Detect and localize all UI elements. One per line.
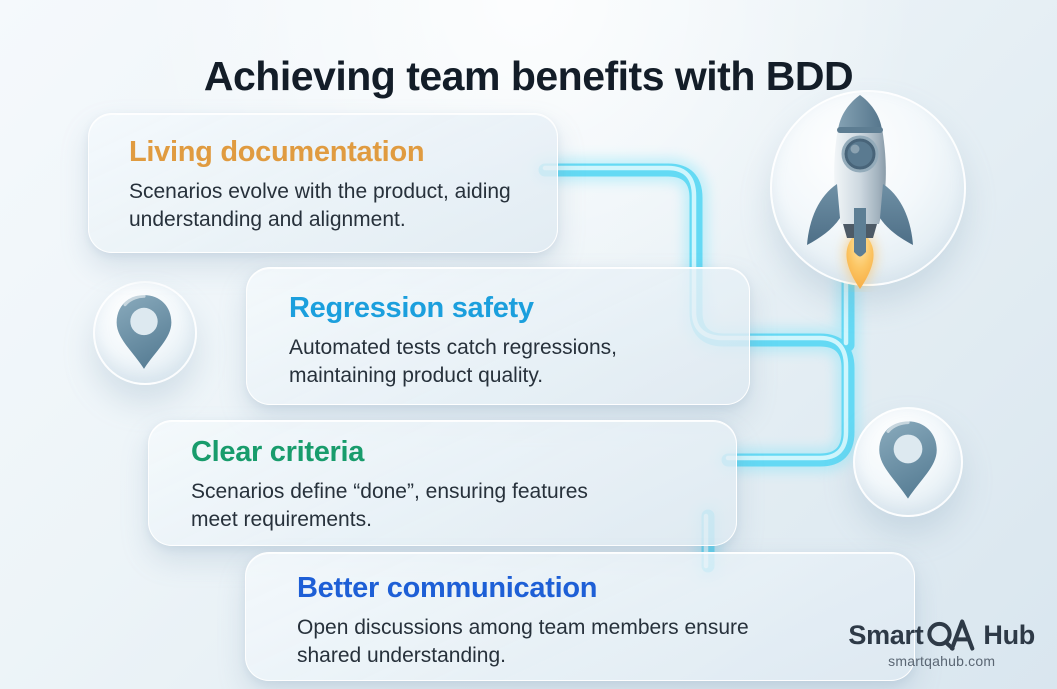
rocket-icon [807,95,913,289]
card-heading: Regression safety [289,292,534,324]
card-heading: Better communication [297,572,598,604]
location-pin-icon-left [116,294,172,369]
card-heading: Clear criteria [191,436,365,468]
card-regression-safety: Regression safety Automated tests catch … [246,267,750,405]
card-body: Scenarios evolve with the product, aidin… [129,180,511,231]
brand-website: smartqahub.com [888,653,996,669]
brand-text-smart: Smart [848,619,924,650]
location-pin-icon-right [879,420,937,499]
brand-logo: Smart Hub smartqahub.com [848,619,1035,669]
card-body: Automated tests catch regressions, maint… [289,336,617,387]
qa-monogram-icon [927,619,975,651]
card-better-communication: Better communication Open discussions am… [245,552,915,681]
card-living-documentation: Living documentation Scenarios evolve wi… [88,113,558,253]
card-heading: Living documentation [129,136,425,168]
brand-text-hub: Hub [983,619,1035,650]
page-title: Achieving team benefits with BDD [203,53,854,100]
card-body: Scenarios define “done”, ensuring featur… [191,480,588,531]
card-clear-criteria: Clear criteria Scenarios define “done”, … [148,420,737,546]
card-body: Open discussions among team members ensu… [297,616,749,667]
